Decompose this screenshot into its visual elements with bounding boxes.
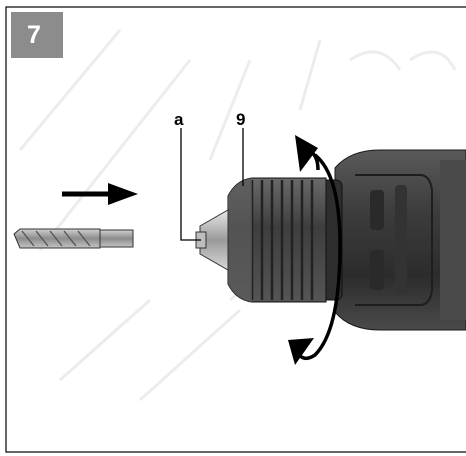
callout-leaders <box>180 128 244 241</box>
step-number-badge: 7 <box>11 12 63 58</box>
insert-direction-arrow-icon <box>62 183 138 205</box>
callout-label-9: 9 <box>236 110 246 129</box>
rotation-arrowhead-top-icon <box>295 135 318 172</box>
drill-bit <box>13 228 134 249</box>
chuck-sleeve <box>227 177 327 303</box>
rotation-arrowhead-bottom-icon <box>288 338 314 365</box>
watermark <box>18 29 457 402</box>
callout-label-a: a <box>174 110 184 129</box>
drill-body <box>334 149 466 331</box>
